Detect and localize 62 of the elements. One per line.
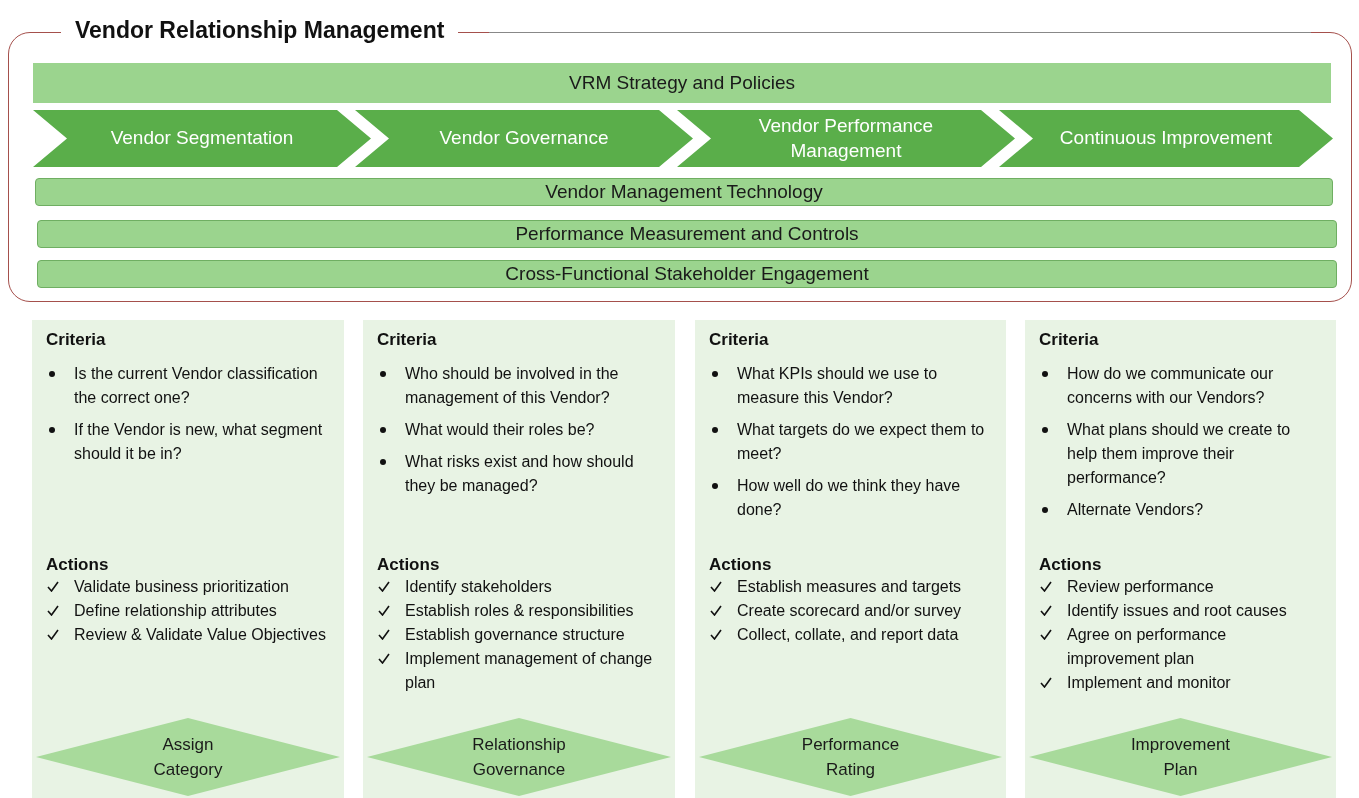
diamond-label: Performance Rating bbox=[800, 733, 901, 781]
question-text: Who should be involved in the management of this Vendor? bbox=[405, 365, 619, 406]
action-text: Review performance bbox=[1067, 578, 1214, 595]
question-text: What risks exist and how should they be managed? bbox=[405, 453, 634, 494]
action-text: Review & Validate Value Objectives bbox=[74, 626, 326, 643]
section-heading: Actions bbox=[377, 555, 441, 575]
action-text: Implement management of change plan bbox=[405, 650, 653, 691]
info-panel bbox=[32, 320, 344, 798]
section-heading: Criteria bbox=[709, 330, 770, 350]
process-bar bbox=[35, 178, 1333, 206]
action-text: Create scorecard and/or survey bbox=[737, 602, 962, 619]
action-text: Establish governance structure bbox=[405, 626, 625, 643]
question-text: What targets do we expect them to meet? bbox=[737, 421, 985, 462]
bar-label: Performance Measurement and Controls bbox=[515, 223, 859, 245]
bar-label: VRM Strategy and Policies bbox=[569, 72, 795, 94]
chevron-step bbox=[999, 110, 1333, 167]
question-text: What would their roles be? bbox=[405, 421, 595, 438]
diamond-label: Assign Category bbox=[152, 733, 224, 781]
question-text: What plans should we create to help them improve their performance? bbox=[1067, 421, 1291, 486]
step-label: Continuous Improvement bbox=[1059, 126, 1273, 151]
action-text: Agree on performance improvement plan bbox=[1067, 626, 1227, 667]
question-text: What KPIs should we use to measure this Vendor? bbox=[737, 365, 938, 406]
question-text: How well do we think they have done? bbox=[737, 477, 961, 518]
label-diamond bbox=[367, 718, 671, 796]
section-heading: Actions bbox=[709, 555, 773, 575]
chevron-step bbox=[33, 110, 371, 167]
step-label: Vendor Performance Management bbox=[757, 113, 935, 163]
section-heading: Actions bbox=[1039, 555, 1103, 575]
action-text: Identify issues and root causes bbox=[1067, 602, 1287, 619]
question-text: How do we communicate our concerns with our Vendors? bbox=[1067, 365, 1274, 406]
process-bar bbox=[37, 220, 1337, 248]
section-heading: Actions bbox=[46, 555, 110, 575]
action-text: Validate business prioritization bbox=[74, 578, 289, 595]
chevron-step bbox=[677, 110, 1015, 167]
frame-heading: Vendor Relationship Management bbox=[61, 17, 459, 44]
chevron-step bbox=[355, 110, 693, 167]
section-heading: Criteria bbox=[1039, 330, 1100, 350]
info-panel bbox=[363, 320, 675, 798]
action-text: Establish roles & responsibilities bbox=[405, 602, 634, 619]
diamond-label: Improvement Plan bbox=[1129, 733, 1232, 781]
diamond-label: Relationship Governance bbox=[471, 733, 567, 781]
question-text: Alternate Vendors? bbox=[1067, 501, 1204, 518]
bar-label: Vendor Management Technology bbox=[545, 181, 823, 203]
step-label: Vendor Segmentation bbox=[110, 126, 294, 151]
action-text: Define relationship attributes bbox=[74, 602, 277, 619]
info-panel bbox=[1025, 320, 1336, 798]
action-text: Identify stakeholders bbox=[405, 578, 552, 595]
label-diamond bbox=[36, 718, 340, 796]
action-text: Establish measures and targets bbox=[737, 578, 962, 595]
label-diamond bbox=[1029, 718, 1332, 796]
action-text: Collect, collate, and report data bbox=[737, 626, 959, 643]
label-diamond bbox=[699, 718, 1002, 796]
section-heading: Criteria bbox=[377, 330, 438, 350]
action-text: Implement and monitor bbox=[1067, 674, 1231, 691]
question-text: If the Vendor is new, what segment should it be in? bbox=[74, 421, 323, 462]
question-text: Is the current Vendor classification the correct one? bbox=[74, 365, 318, 406]
info-panel bbox=[695, 320, 1006, 798]
process-bar bbox=[33, 63, 1331, 103]
section-heading: Criteria bbox=[46, 330, 107, 350]
step-label: Vendor Governance bbox=[439, 126, 609, 151]
process-bar bbox=[37, 260, 1337, 288]
bar-label: Cross-Functional Stakeholder Engagement bbox=[505, 263, 869, 285]
